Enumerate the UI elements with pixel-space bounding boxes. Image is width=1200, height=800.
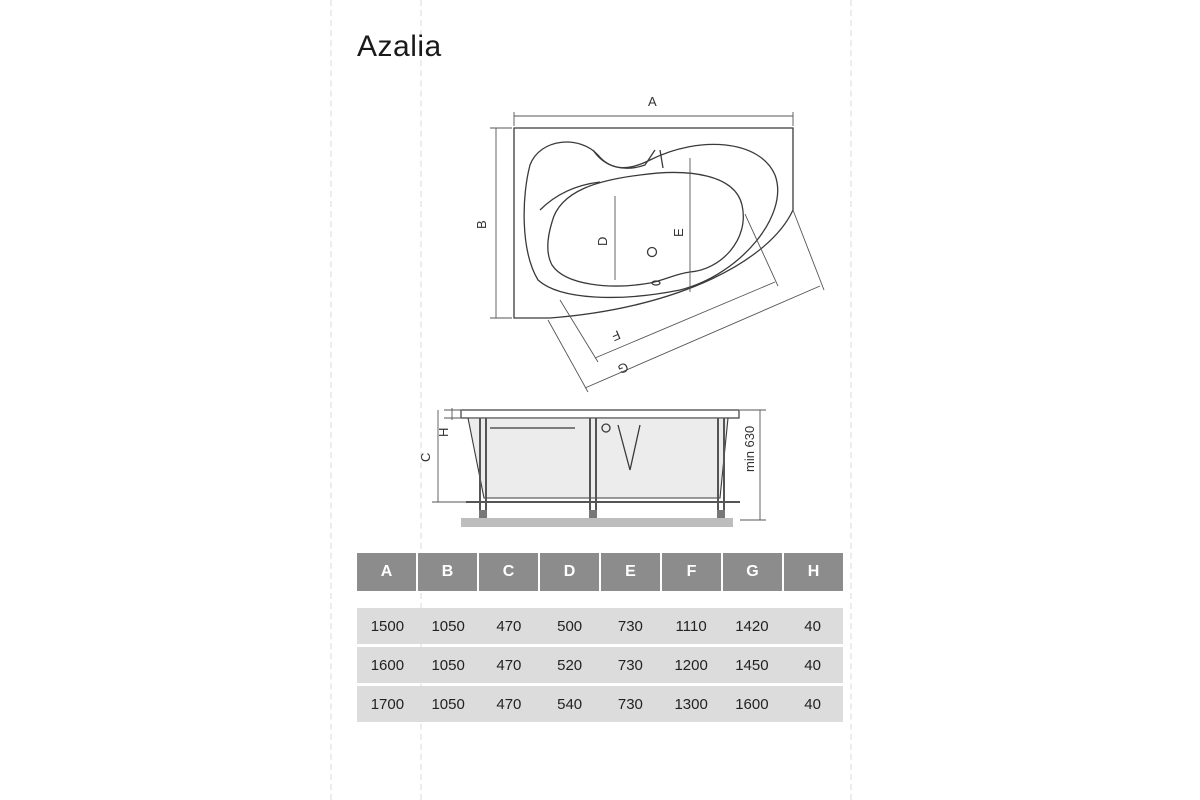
table-cell: 1050 bbox=[431, 656, 465, 674]
dimension-d-label: D bbox=[595, 237, 610, 246]
dimension-c-label: C bbox=[418, 453, 433, 462]
dimension-f-extension bbox=[559, 299, 599, 363]
side-rim bbox=[460, 409, 740, 419]
table-cell: 520 bbox=[557, 656, 583, 674]
table-row: 1600 1050 470 520 730 1200 1450 40 bbox=[357, 647, 843, 683]
table-cell: 1700 bbox=[370, 695, 405, 713]
table-cell: 500 bbox=[557, 617, 583, 635]
dimension-g-extension bbox=[792, 209, 825, 291]
table-cell: 470 bbox=[496, 695, 522, 713]
background-guide-line bbox=[850, 0, 852, 800]
foot bbox=[589, 510, 597, 518]
side-drain-icon bbox=[601, 423, 611, 433]
dimension-b-label: B bbox=[474, 220, 489, 229]
dimension-h-label: H bbox=[436, 428, 451, 437]
dimension-f-label: F bbox=[609, 327, 622, 344]
table-cell: 40 bbox=[804, 695, 821, 713]
table-cell: 1110 bbox=[675, 617, 707, 635]
column-header-a: A bbox=[357, 553, 416, 591]
table-cell: 1600 bbox=[735, 695, 769, 713]
armrest-curve bbox=[539, 181, 601, 211]
column-header-b: B bbox=[418, 553, 477, 591]
table-cell: 470 bbox=[496, 656, 522, 674]
dimensions-table: A B C D E F G H 1500 1050 470 500 730 11… bbox=[357, 553, 843, 722]
column-header-d: D bbox=[540, 553, 599, 591]
background-guide-line bbox=[330, 0, 332, 800]
dimension-g-extension bbox=[547, 319, 589, 393]
dimension-min-height-label: min 630 bbox=[742, 426, 757, 472]
side-view: H C min 630 bbox=[418, 408, 766, 527]
headrest-curve bbox=[592, 149, 656, 169]
table-cell: 1420 bbox=[735, 617, 769, 635]
dimension-e-label: E bbox=[671, 228, 686, 237]
dimension-g-line bbox=[584, 285, 821, 389]
dimension-f-line bbox=[594, 281, 776, 359]
table-cell: 1500 bbox=[370, 617, 405, 635]
table-row: 1500 1050 470 500 730 1110 1420 40 bbox=[357, 608, 843, 644]
table-cell: 1050 bbox=[431, 617, 465, 635]
background-guide-line bbox=[420, 0, 422, 800]
floor bbox=[461, 518, 733, 527]
drain-icon bbox=[646, 246, 658, 258]
side-detail bbox=[617, 424, 641, 471]
tub-outer-rim bbox=[513, 127, 794, 319]
overflow-icon bbox=[651, 280, 661, 286]
column-header-h: H bbox=[784, 553, 843, 591]
table-cell: 730 bbox=[617, 617, 643, 635]
frame-legs bbox=[479, 418, 725, 512]
table-cell: 540 bbox=[557, 695, 583, 713]
tub-well-outer bbox=[523, 141, 779, 299]
headrest-mark bbox=[659, 149, 664, 169]
table-cell: 40 bbox=[804, 617, 821, 635]
table-row: 1700 1050 470 540 730 1300 1600 40 bbox=[357, 686, 843, 722]
dimension-g-label: G bbox=[616, 359, 631, 377]
table-cell: 470 bbox=[496, 617, 522, 635]
column-header-c: C bbox=[479, 553, 538, 591]
dimension-a-label: A bbox=[648, 94, 657, 109]
foot bbox=[479, 510, 487, 518]
table-cell: 40 bbox=[804, 656, 821, 674]
dimension-f-extension bbox=[744, 213, 779, 287]
foot bbox=[717, 510, 725, 518]
table-cell: 1600 bbox=[370, 656, 405, 674]
table-cell: 730 bbox=[617, 656, 643, 674]
table-cell: 730 bbox=[617, 695, 643, 713]
product-title: Azalia bbox=[357, 30, 442, 63]
tub-well-inner bbox=[547, 171, 744, 287]
table-cell: 1200 bbox=[674, 656, 708, 674]
column-header-g: G bbox=[723, 553, 782, 591]
table-cell: 1300 bbox=[674, 695, 708, 713]
side-body bbox=[467, 417, 729, 499]
table-header: A B C D E F G H bbox=[357, 553, 843, 591]
top-view: A B D E F G bbox=[474, 94, 825, 393]
table-cell: 1050 bbox=[431, 695, 465, 713]
column-header-e: E bbox=[601, 553, 660, 591]
column-header-f: F bbox=[662, 553, 721, 591]
table-cell: 1450 bbox=[735, 656, 769, 674]
